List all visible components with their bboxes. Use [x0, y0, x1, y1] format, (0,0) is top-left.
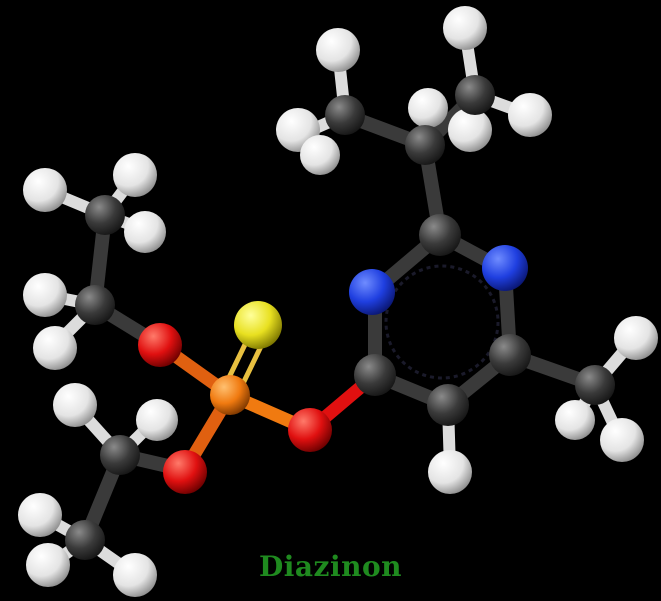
hydrogen-atom: [136, 399, 178, 441]
hydrogen-atom: [53, 383, 97, 427]
phosphorus-atom: [210, 375, 250, 415]
nitrogen-atom: [482, 245, 528, 291]
carbon-atom: [419, 214, 461, 256]
carbon-atom: [325, 95, 365, 135]
hydrogen-atom: [443, 6, 487, 50]
hydrogen-atom: [408, 88, 448, 128]
carbon-atom: [489, 334, 531, 376]
nitrogen-atom: [349, 269, 395, 315]
hydrogen-atom: [124, 211, 166, 253]
carbon-atom: [65, 520, 105, 560]
hydrogen-atom: [23, 273, 67, 317]
carbon-atom: [455, 75, 495, 115]
hydrogen-atom: [555, 400, 595, 440]
hydrogen-atom: [448, 108, 492, 152]
oxygen-atom: [163, 450, 207, 494]
hydrogen-atom: [316, 28, 360, 72]
hydrogen-atom: [300, 135, 340, 175]
carbon-atom: [354, 354, 396, 396]
hydrogen-atom: [33, 326, 77, 370]
oxygen-atom: [288, 408, 332, 452]
carbon-atom: [85, 195, 125, 235]
hydrogen-atom: [23, 168, 67, 212]
hydrogen-atom: [113, 153, 157, 197]
sulfur-atom: [234, 301, 282, 349]
carbon-atom: [100, 435, 140, 475]
carbon-atom: [575, 365, 615, 405]
hydrogen-atom: [614, 316, 658, 360]
hydrogen-atom: [26, 543, 70, 587]
hydrogen-atom: [18, 493, 62, 537]
molecule-name-caption: Diazinon: [259, 550, 402, 583]
hydrogen-atom: [428, 450, 472, 494]
carbon-atom: [75, 285, 115, 325]
carbon-atom: [405, 125, 445, 165]
oxygen-atom: [138, 323, 182, 367]
hydrogen-atom: [600, 418, 644, 462]
carbon-atom: [427, 384, 469, 426]
aromatic-ring-indicator: [384, 264, 500, 380]
hydrogen-atom: [113, 553, 157, 597]
hydrogen-atom: [508, 93, 552, 137]
atoms: [18, 6, 658, 597]
